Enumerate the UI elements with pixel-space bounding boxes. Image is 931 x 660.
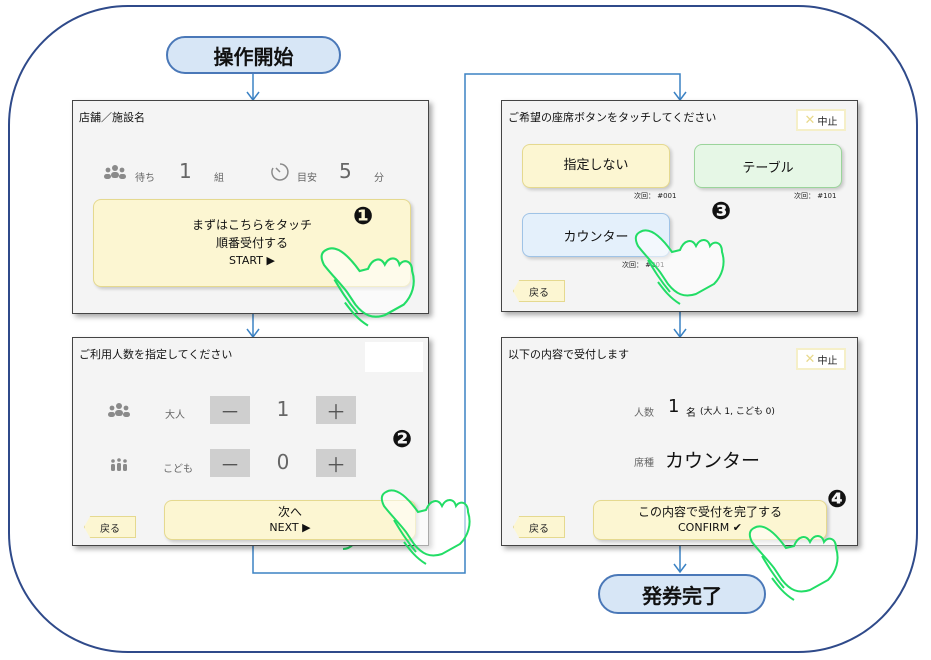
panel-start-screen: 店舗／施設名 待ち 1 組 目安 5 分 まずはこちらをタッチ 順番受付する S… bbox=[72, 100, 429, 314]
seat-option-counter-next: 次回： #201 bbox=[622, 261, 665, 269]
adults-icon bbox=[108, 403, 130, 417]
close-icon: ✕ bbox=[804, 351, 816, 367]
step-badge-3: ❸ bbox=[710, 197, 732, 225]
wait-count: 1 bbox=[179, 159, 192, 183]
people-count: 1 bbox=[668, 396, 680, 417]
confirm-title: 以下の内容で受付します bbox=[508, 348, 629, 361]
stop-label: 中止 bbox=[817, 116, 838, 128]
people-icon bbox=[104, 165, 126, 179]
step-badge-4: ❹ bbox=[826, 485, 848, 513]
people-unit: 名 bbox=[686, 408, 696, 419]
panel-seat-select: ご希望の座席ボタンをタッチしてください ✕中止 指定しない 次回： #001 テ… bbox=[501, 100, 858, 312]
end-pill: 発券完了 bbox=[598, 574, 766, 614]
next-button-line1: 次へ bbox=[277, 505, 302, 519]
start-pill: 操作開始 bbox=[166, 36, 341, 74]
wait-unit: 組 bbox=[214, 173, 224, 184]
eta-value: 5 bbox=[339, 159, 352, 183]
seat-option-none[interactable]: 指定しない bbox=[522, 144, 670, 188]
start-button-line3: START ▶ bbox=[229, 254, 275, 267]
next-button-line2: NEXT ▶ bbox=[269, 521, 311, 534]
step-badge-2: ❷ bbox=[391, 425, 413, 453]
seat-label: 席種 bbox=[634, 458, 654, 469]
eta-unit: 分 bbox=[374, 173, 384, 184]
back-button[interactable]: 戻る bbox=[513, 280, 565, 302]
back-button[interactable]: 戻る bbox=[513, 516, 565, 538]
seat-option-counter[interactable]: カウンター bbox=[522, 213, 670, 257]
party-size-title: ご利用人数を指定してください bbox=[79, 348, 233, 361]
facility-name: 店舗／施設名 bbox=[79, 111, 145, 124]
step-badge-1: ❶ bbox=[352, 202, 374, 230]
seat-select-title: ご希望の座席ボタンをタッチしてください bbox=[508, 111, 717, 124]
next-button[interactable]: 次へ NEXT ▶ bbox=[164, 500, 416, 540]
panel-party-size: ご利用人数を指定してください 大人 － 1 ＋ こども － 0 ＋ 戻る 次へ … bbox=[72, 337, 429, 546]
eta-label: 目安 bbox=[297, 173, 317, 184]
close-icon: ✕ bbox=[804, 112, 816, 128]
adult-minus-button[interactable]: － bbox=[210, 396, 250, 424]
child-plus-button[interactable]: ＋ bbox=[316, 449, 356, 477]
wait-label: 待ち bbox=[135, 173, 155, 184]
confirm-button-line2: CONFIRM ✔ bbox=[678, 521, 742, 534]
child-minus-button[interactable]: － bbox=[210, 449, 250, 477]
adult-plus-button[interactable]: ＋ bbox=[316, 396, 356, 424]
start-button-line1: まずはこちらをタッチ bbox=[191, 218, 312, 232]
seat-option-table[interactable]: テーブル bbox=[694, 144, 842, 188]
adult-count: 1 bbox=[276, 397, 290, 421]
seat-option-none-next: 次回： #001 bbox=[634, 192, 677, 200]
adult-label: 大人 bbox=[165, 410, 185, 421]
stop-button[interactable]: ✕中止 bbox=[796, 348, 846, 370]
confirm-button-line1: この内容で受付を完了する bbox=[637, 505, 782, 519]
people-label: 人数 bbox=[634, 408, 654, 419]
child-count: 0 bbox=[276, 450, 290, 474]
stop-button[interactable]: ✕中止 bbox=[796, 109, 846, 131]
seat-value: カウンター bbox=[665, 450, 761, 472]
seat-option-table-next: 次回： #101 bbox=[794, 192, 837, 200]
people-detail: (大人 1, こども 0) bbox=[700, 407, 775, 417]
back-button[interactable]: 戻る bbox=[84, 516, 136, 538]
panel-confirm: 以下の内容で受付します ✕中止 人数 1 名 (大人 1, こども 0) 席種 … bbox=[501, 337, 858, 546]
timer-icon bbox=[271, 163, 289, 181]
stop-label: 中止 bbox=[817, 355, 838, 367]
children-icon bbox=[111, 458, 127, 471]
blank-area bbox=[365, 342, 423, 372]
confirm-button[interactable]: この内容で受付を完了する CONFIRM ✔ bbox=[593, 500, 827, 540]
child-label: こども bbox=[163, 464, 193, 475]
start-button-line2: 順番受付する bbox=[215, 236, 288, 250]
